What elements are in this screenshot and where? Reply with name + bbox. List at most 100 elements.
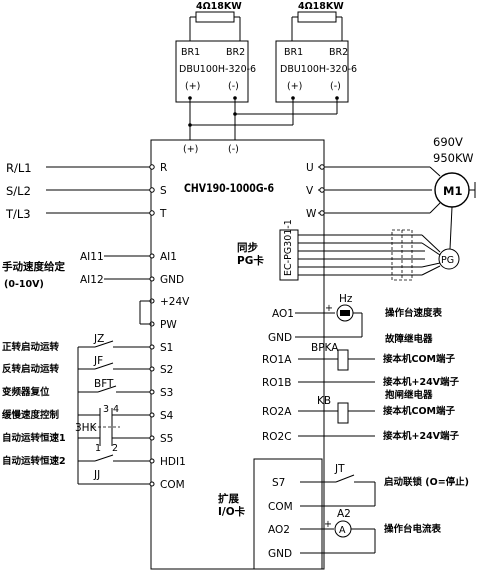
svg-text:扩展I/O卡: 扩展I/O卡: [218, 492, 246, 518]
motor-voltage: 690V: [433, 135, 463, 149]
brake-resistor-label-1: 4Ω18KW: [196, 1, 242, 12]
svg-text:BPKA: BPKA: [311, 342, 339, 354]
svg-text:DBU100H-320-6: DBU100H-320-6: [179, 64, 256, 75]
svg-text:PG: PG: [441, 255, 454, 266]
svg-text:(+): (+): [185, 81, 200, 92]
dc-neg-terminal: (-): [228, 144, 239, 155]
motor-wiring: M1 690V 950KW: [318, 135, 476, 216]
svg-text:BR2: BR2: [226, 47, 245, 58]
brake-unit-2: 4Ω18KW BR1 BR2 DBU100H-320-6 (+) (-): [275, 1, 357, 103]
svg-text:AI1: AI1: [160, 251, 177, 263]
svg-text:GND: GND: [160, 274, 184, 286]
relay2-coil: [337, 402, 349, 424]
svg-text:AO2: AO2: [268, 524, 290, 536]
supply-lines: R/L1 S/L2 T/L3: [5, 161, 155, 221]
svg-text:JT: JT: [334, 463, 345, 475]
svg-text:抱闸继电器: 抱闸继电器: [385, 389, 433, 401]
svg-text:自动运转恒速1: 自动运转恒速1: [2, 432, 66, 444]
digital-inputs: 正转启动运转 反转启动运转 变频器复位 缓慢速度控制 自动运转恒速1 自动运转恒…: [2, 333, 150, 485]
svg-text:AO1: AO1: [272, 308, 294, 320]
dc-bus-wiring: [188, 98, 338, 140]
svg-text:KB: KB: [317, 395, 331, 407]
svg-text:操作台速度表: 操作台速度表: [385, 307, 443, 319]
svg-text:(+): (+): [287, 81, 302, 92]
svg-text:S7: S7: [272, 477, 285, 489]
brake-unit-1: 4Ω18KW BR1 BR2 DBU100H-320-6 (+) (-): [175, 1, 256, 103]
svg-text:JF: JF: [93, 355, 103, 367]
svg-text:AI12: AI12: [80, 274, 104, 286]
svg-text:GND: GND: [268, 548, 292, 560]
brake-unit-box-2: [275, 40, 349, 103]
svg-text:BR1: BR1: [284, 47, 303, 58]
pg-card-box: [279, 229, 299, 281]
svg-text:+: +: [325, 303, 333, 314]
svg-text:2: 2: [112, 443, 118, 454]
svg-text:W: W: [306, 208, 317, 220]
svg-text:V: V: [306, 185, 314, 197]
brake-resistor-2: [297, 11, 337, 23]
svg-text:JJ: JJ: [93, 469, 100, 481]
svg-text:接本机+24V端子: 接本机+24V端子: [383, 430, 460, 442]
analog-inputs: 手动速度给定 (0-10V) AI11 AI12: [2, 251, 150, 290]
svg-text:RO1B: RO1B: [262, 377, 291, 389]
svg-text:A: A: [339, 525, 346, 536]
svg-text:S/L2: S/L2: [6, 184, 31, 198]
svg-text:S: S: [160, 185, 167, 197]
svg-text:(0-10V): (0-10V): [4, 279, 44, 290]
svg-text:A2: A2: [337, 508, 351, 520]
svg-text:R/L1: R/L1: [6, 161, 32, 175]
io-card-box: [253, 458, 323, 570]
brake-relay: 抱闸继电器 KB 接本机COM端子 接本机+24V端子: [298, 389, 460, 442]
svg-text:T/L3: T/L3: [5, 207, 31, 221]
svg-text:DBU100H-320-6: DBU100H-320-6: [280, 64, 357, 75]
svg-text:AI11: AI11: [80, 251, 104, 263]
svg-text:S1: S1: [160, 342, 173, 354]
svg-text:BR2: BR2: [329, 47, 348, 58]
brake-resistor-1: [195, 11, 235, 23]
svg-text:1: 1: [95, 443, 101, 454]
svg-text:接本机+24V端子: 接本机+24V端子: [383, 376, 460, 388]
svg-text:COM: COM: [160, 479, 185, 491]
svg-text:S3: S3: [160, 387, 173, 399]
brake-resistor-label-2: 4Ω18KW: [298, 1, 344, 12]
svg-text:3HK: 3HK: [75, 422, 98, 434]
svg-text:PW: PW: [160, 319, 177, 331]
svg-text:Hz: Hz: [339, 293, 353, 305]
svg-text:RO2A: RO2A: [262, 406, 292, 418]
svg-text:S4: S4: [160, 410, 174, 422]
svg-text:BR1: BR1: [181, 47, 200, 58]
pw-jumper: [139, 300, 152, 325]
inverter-box: [150, 139, 325, 570]
left-terminal-labels: R S T AI1 GND +24V PW S1 S2 S3 S4 S5 HDI…: [159, 162, 190, 491]
svg-text:+: +: [324, 519, 332, 530]
svg-text:BFT: BFT: [94, 378, 114, 390]
dc-pos-terminal: (+): [183, 144, 198, 155]
svg-text:R: R: [160, 162, 167, 174]
svg-text:S2: S2: [160, 364, 173, 376]
svg-text:手动速度给定: 手动速度给定: [2, 260, 65, 273]
brake-unit-box-1: [175, 40, 249, 103]
fault-relay: 故障继电器 BPKA 接本机COM端子 接本机+24V端子: [298, 333, 460, 388]
svg-text:T: T: [159, 208, 167, 220]
svg-text:(-): (-): [330, 81, 341, 92]
svg-text:接本机COM端子: 接本机COM端子: [383, 353, 456, 365]
svg-text:接本机COM端子: 接本机COM端子: [383, 405, 456, 417]
svg-text:操作台电流表: 操作台电流表: [384, 523, 442, 535]
svg-text:U: U: [306, 162, 314, 174]
svg-text:故障继电器: 故障继电器: [385, 333, 433, 345]
svg-text:RO2C: RO2C: [262, 431, 292, 443]
right-terminal-labels: U V W AO1 GND RO1A RO1B RO2A RO2C: [262, 162, 317, 443]
svg-text:+24V: +24V: [160, 296, 190, 308]
svg-text:(-): (-): [228, 81, 239, 92]
svg-text:正转启动运转: 正转启动运转: [2, 341, 60, 353]
ao1-speed-meter: Hz + 操作台速度表: [295, 293, 443, 338]
inverter-model: CHV190-1000G-6: [184, 181, 274, 195]
motor-power: 950KW: [433, 151, 473, 165]
svg-text:4: 4: [113, 404, 119, 415]
svg-text:变频器复位: 变频器复位: [2, 386, 50, 398]
svg-text:GND: GND: [268, 332, 292, 344]
svg-text:缓慢速度控制: 缓慢速度控制: [2, 409, 60, 421]
encoder-symbol: [438, 248, 460, 270]
